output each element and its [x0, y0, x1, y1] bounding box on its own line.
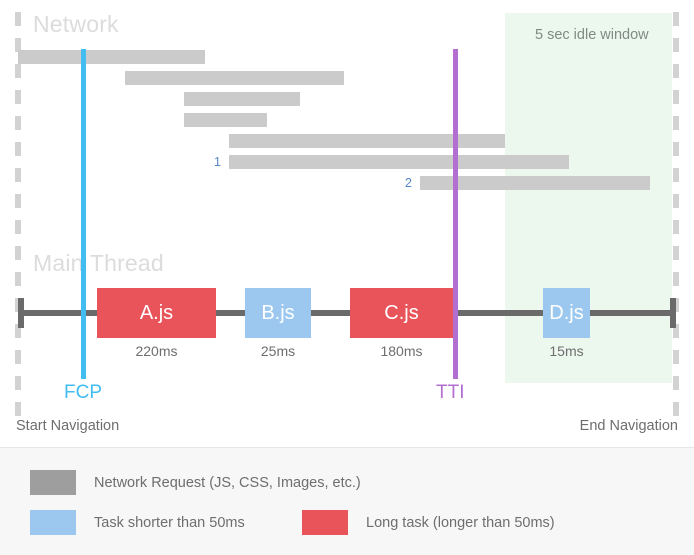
legend-item-short-task: Task shorter than 50ms — [30, 510, 245, 535]
legend-label-short-task: Task shorter than 50ms — [94, 514, 245, 531]
legend-label-network-request: Network Request (JS, CSS, Images, etc.) — [94, 474, 361, 491]
task-duration-label: 220ms — [135, 343, 178, 359]
network-request-bar — [420, 176, 650, 190]
legend-item-network-request: Network Request (JS, CSS, Images, etc.) — [30, 470, 361, 495]
marker-label-tti: TTI — [436, 382, 465, 403]
network-request-bar — [229, 155, 569, 169]
network-request-index: 2 — [405, 176, 412, 190]
start-navigation-caption: Start Navigation — [16, 418, 120, 434]
legend-item-long-task: Long task (longer than 50ms) — [302, 510, 555, 535]
legend-swatch-network-request — [30, 470, 76, 495]
main-thread-rail — [18, 310, 676, 316]
task-block[interactable]: B.js — [245, 288, 311, 338]
task-block[interactable]: D.js — [543, 288, 590, 338]
network-request-bar — [18, 50, 205, 64]
network-request-bar — [184, 113, 267, 127]
idle-window-label: 5 sec idle window — [535, 27, 649, 43]
legend-panel: Network Request (JS, CSS, Images, etc.) T… — [0, 447, 694, 555]
legend-swatch-short-task — [30, 510, 76, 535]
network-section-title: Network — [33, 11, 119, 37]
task-block[interactable]: A.js — [97, 288, 216, 338]
main-thread-section-title: Main Thread — [33, 250, 164, 276]
end-navigation-boundary — [673, 12, 679, 424]
diagram-canvas: 5 sec idle window Network Main Thread 1 2… — [15, 11, 679, 434]
end-navigation-caption: End Navigation — [579, 418, 678, 434]
rail-cap-start — [18, 298, 24, 328]
network-request-bar — [184, 92, 300, 106]
network-request-bar — [125, 71, 344, 85]
marker-label-fcp: FCP — [64, 382, 102, 403]
network-request-index: 1 — [214, 155, 221, 169]
rail-cap-end — [670, 298, 676, 328]
network-request-bar — [229, 134, 505, 148]
start-navigation-boundary — [15, 12, 21, 424]
task-duration-label: 25ms — [260, 343, 296, 359]
legend-label-long-task: Long task (longer than 50ms) — [366, 514, 555, 531]
task-block[interactable]: C.js — [350, 288, 453, 338]
legend-swatch-long-task — [302, 510, 348, 535]
marker-line-tti — [453, 49, 458, 379]
task-duration-label: 15ms — [549, 343, 584, 359]
task-duration-label: 180ms — [380, 343, 423, 359]
marker-line-fcp — [81, 49, 86, 379]
